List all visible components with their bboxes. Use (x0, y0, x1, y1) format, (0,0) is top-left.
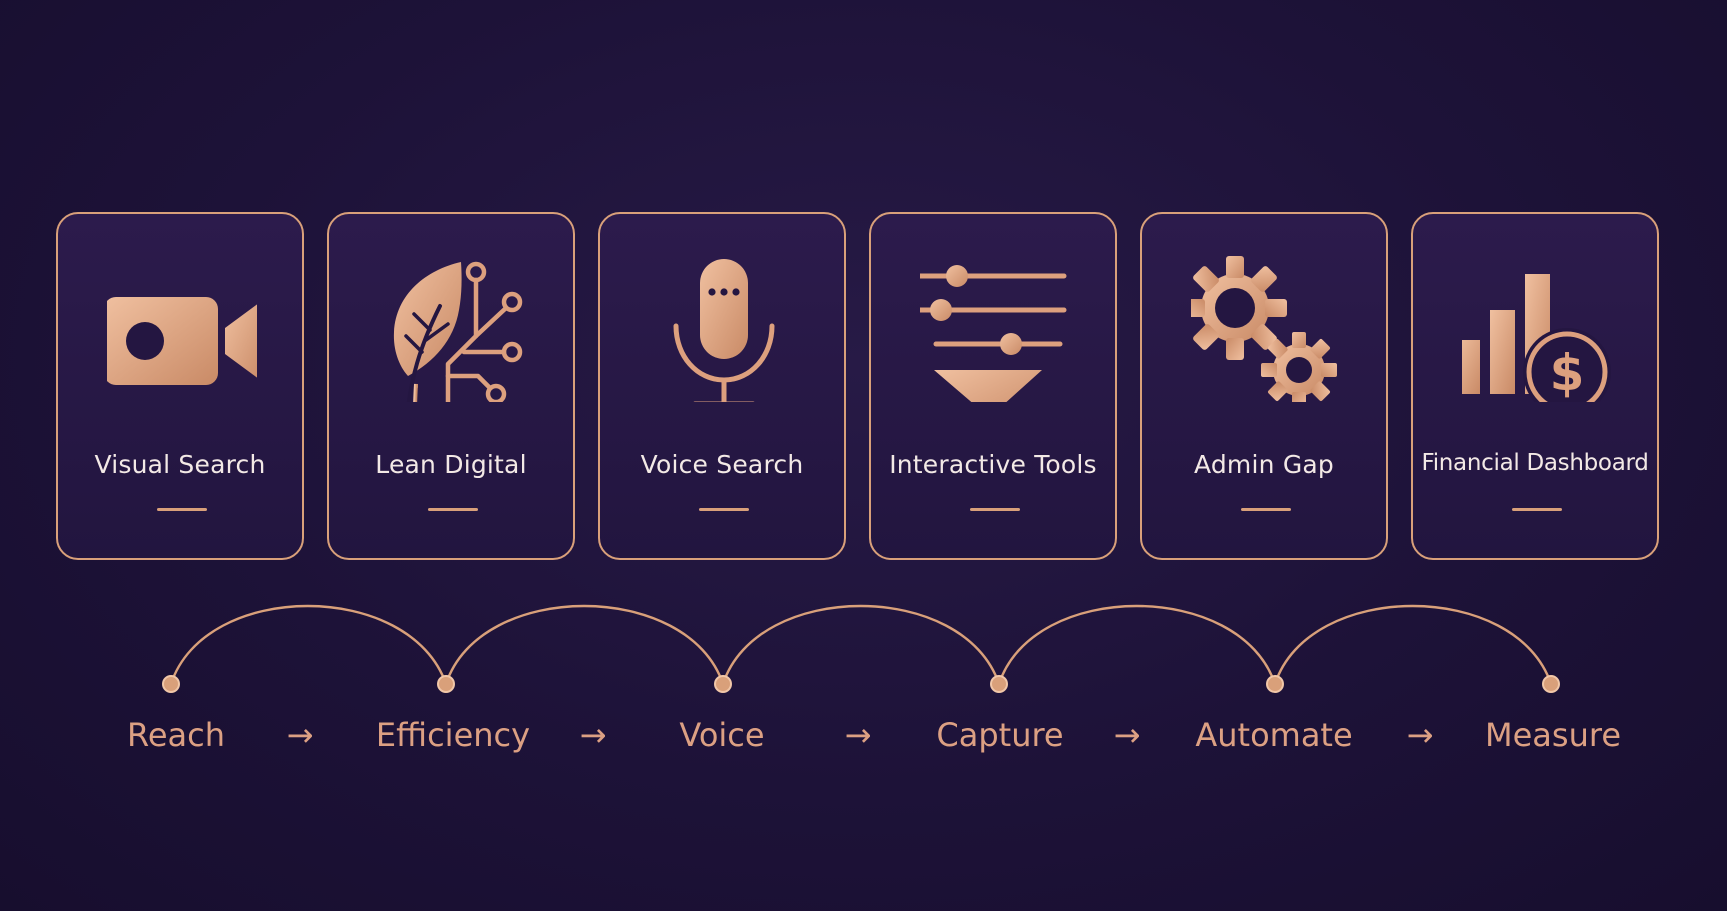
arrow-icon: → (1406, 716, 1434, 754)
connector-arc (997, 604, 1277, 685)
flow-step-voice: Voice (679, 716, 765, 754)
flow-step-efficiency: Efficiency (375, 716, 531, 754)
flow-node (437, 675, 455, 693)
card-lean-digital: Lean Digital (327, 212, 575, 560)
arrow-icon: → (1113, 716, 1141, 754)
card-label: Visual Search (94, 450, 266, 479)
gears-icon (1191, 252, 1341, 402)
connector-arc (1273, 604, 1553, 685)
card-visual-search: Visual Search (56, 212, 304, 560)
svg-text:$: $ (1550, 344, 1585, 402)
flow-node (1542, 675, 1560, 693)
card-label: Financial Dashboard (1421, 450, 1649, 476)
card-divider (157, 508, 207, 511)
card-label: Admin Gap (1194, 450, 1334, 479)
card-voice-search: Voice Search (598, 212, 846, 560)
video-camera-icon (107, 252, 257, 402)
card-financial-dashboard: $ Financial Dashboard (1411, 212, 1659, 560)
arrow-icon: → (579, 716, 607, 754)
flow-step-reach: Reach (127, 716, 225, 754)
arrow-icon: → (286, 716, 314, 754)
flow-node (714, 675, 732, 693)
flow-node (990, 675, 1008, 693)
connector-arc (169, 604, 448, 685)
card-divider (428, 508, 478, 511)
flow-node (1266, 675, 1284, 693)
card-label: Interactive Tools (889, 450, 1097, 479)
microphone-icon (649, 252, 799, 402)
flow-step-capture: Capture (936, 716, 1064, 754)
card-label: Voice Search (640, 450, 804, 479)
card-interactive-tools: Interactive Tools (869, 212, 1117, 560)
arrow-icon: → (844, 716, 872, 754)
card-label: Lean Digital (375, 450, 527, 479)
card-divider (1241, 508, 1291, 511)
connector-arc (721, 604, 1001, 685)
connector-arc (444, 604, 725, 685)
flow-step-automate: Automate (1195, 716, 1353, 754)
leaf-circuit-icon (378, 252, 528, 402)
card-admin-gap: Admin Gap (1140, 212, 1388, 560)
card-divider (1512, 508, 1562, 511)
card-divider (970, 508, 1020, 511)
sliders-funnel-icon (920, 252, 1070, 402)
card-divider (699, 508, 749, 511)
bar-chart-dollar-icon: $ (1462, 252, 1612, 402)
flow-node (162, 675, 180, 693)
flow-step-measure: Measure (1485, 716, 1621, 754)
